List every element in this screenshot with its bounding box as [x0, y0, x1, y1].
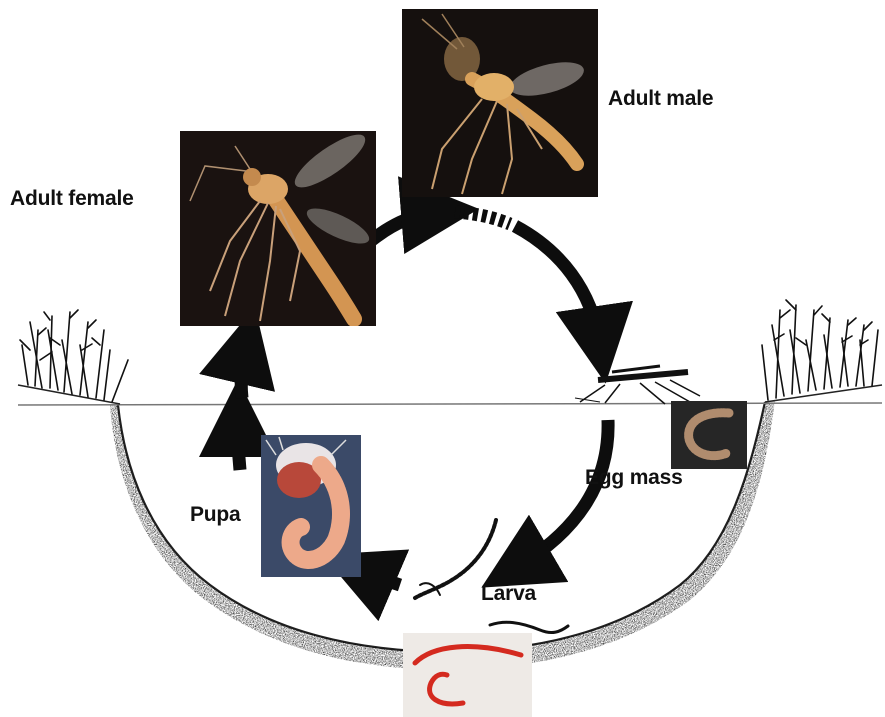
arrow-female-to-male	[372, 212, 440, 240]
label-pupa: Pupa	[190, 503, 241, 527]
arrow-male-to-egg	[515, 226, 600, 345]
swimming-larva-icon	[415, 520, 568, 633]
arrow-egg-to-larva	[515, 420, 608, 568]
arrow-pupa-up	[238, 418, 240, 470]
label-adult-male: Adult male	[608, 87, 713, 111]
larva-photo	[403, 633, 532, 717]
vegetation-right-icon	[762, 300, 878, 400]
egg-laying-female-icon	[575, 366, 700, 404]
label-adult-female: Adult female	[10, 187, 134, 211]
egg-mass-photo	[671, 401, 747, 469]
adult-male-photo	[402, 9, 598, 197]
arrow-surface-to-female	[241, 345, 246, 398]
adult-female-photo	[180, 131, 376, 326]
water-surface-line	[18, 403, 882, 405]
arrow-larva-to-pupa	[358, 570, 400, 585]
pupa-photo	[261, 435, 361, 577]
arrow-dashed-segment	[455, 212, 510, 224]
label-egg-mass: Egg mass	[585, 466, 683, 490]
label-larva: Larva	[481, 582, 536, 606]
